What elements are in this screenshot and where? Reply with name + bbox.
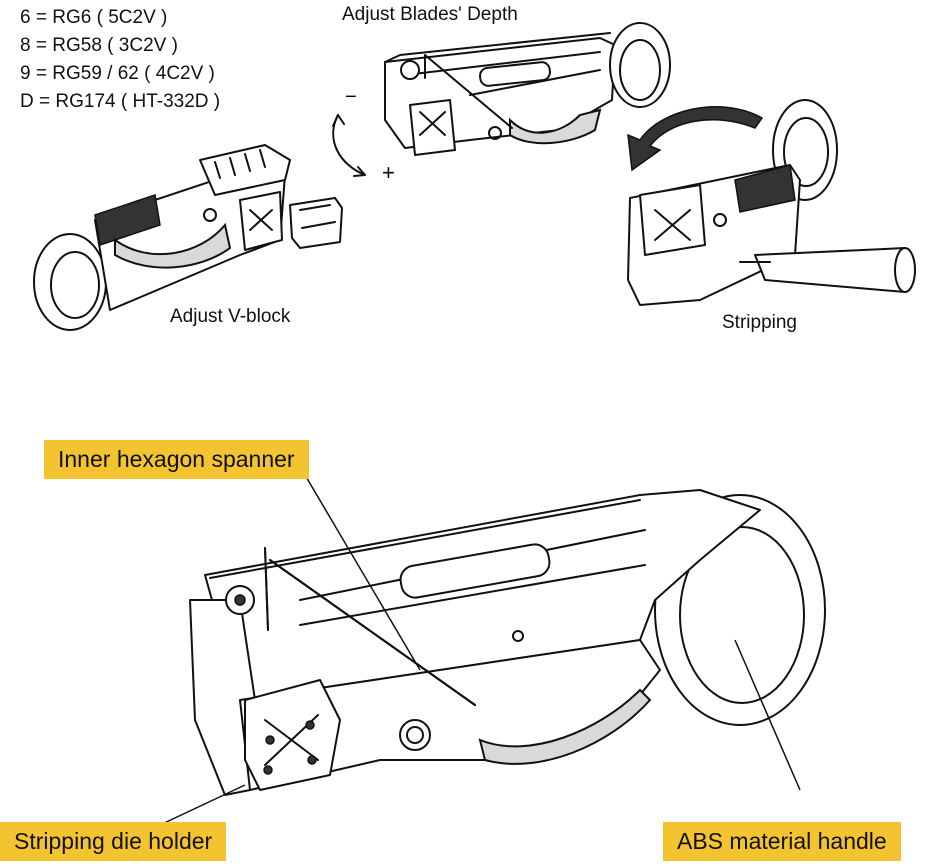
die-holder-leader-line bbox=[159, 784, 246, 826]
stripping-die-holder-callout: Stripping die holder bbox=[0, 822, 227, 861]
stripping-die-holder-part bbox=[244, 679, 341, 791]
legend-row-6: 6 = RG6 ( 5C2V ) bbox=[20, 7, 168, 28]
cable-size-legend: 6 = RG6 ( 5C2V ) 8 = RG58 ( 3C2V ) 9 = R… bbox=[20, 4, 220, 116]
plus-sign: + bbox=[382, 160, 395, 185]
abs-material-handle-callout: ABS material handle bbox=[663, 822, 901, 861]
rotate-arrow-icon bbox=[332, 114, 366, 176]
minus-sign: − bbox=[345, 86, 357, 108]
rotation-arrow-icon bbox=[627, 106, 764, 172]
main-tool-drawing bbox=[189, 489, 826, 796]
legend-row-9: 9 = RG59 / 62 ( 4C2V ) bbox=[20, 63, 215, 84]
inner-hexagon-spanner-callout: Inner hexagon spanner bbox=[44, 440, 309, 479]
blade-depth-tool-drawing bbox=[384, 22, 671, 156]
stripping-label: Stripping bbox=[722, 312, 797, 333]
stripping-tool-drawing bbox=[627, 99, 916, 306]
legend-row-d: D = RG174 ( HT-332D ) bbox=[20, 91, 221, 112]
spanner-leader-line bbox=[304, 474, 421, 671]
adjust-blades-depth-label: Adjust Blades' Depth bbox=[342, 4, 518, 25]
adjust-v-block-label: Adjust V-block bbox=[170, 306, 291, 327]
v-block-tool-drawing bbox=[33, 144, 343, 331]
inner-hexagon-spanner-part bbox=[225, 547, 476, 706]
legend-row-8: 8 = RG58 ( 3C2V ) bbox=[20, 35, 178, 56]
handle-leader-line bbox=[734, 639, 801, 791]
